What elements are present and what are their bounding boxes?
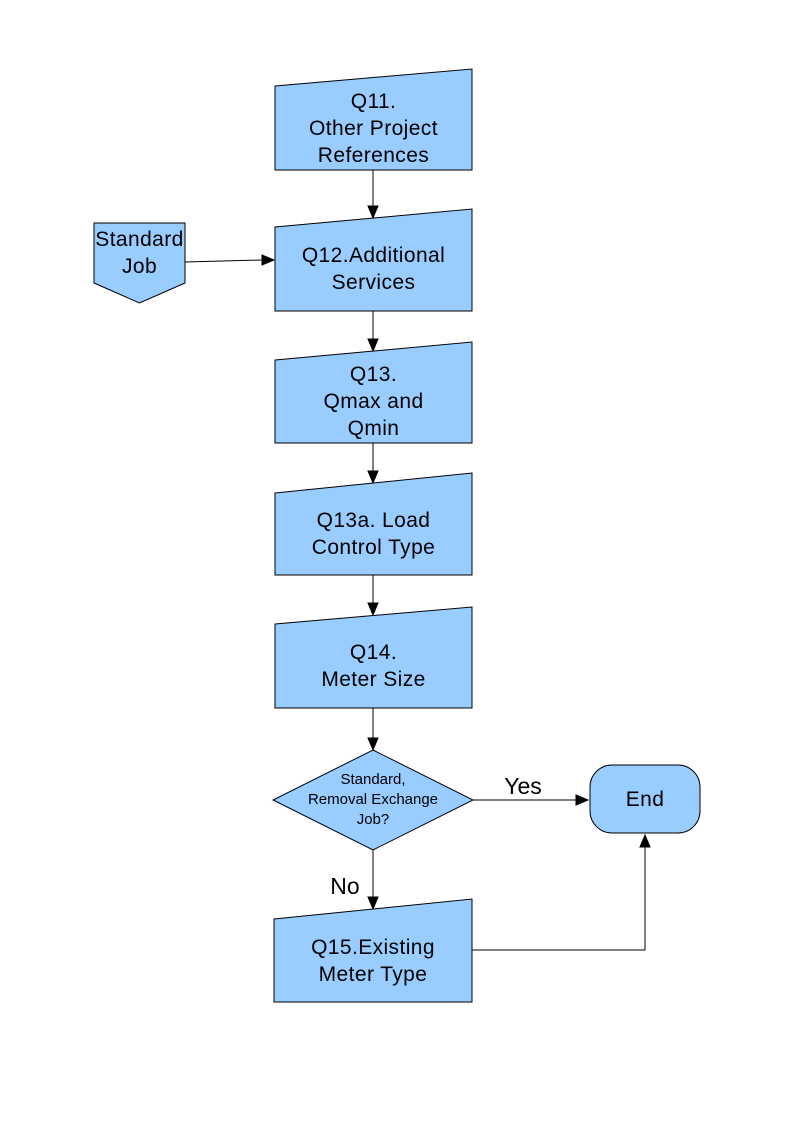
arrowhead-decision-q15 [367,896,379,911]
edge-label-no: No [330,873,360,899]
arrowhead-decision-end [575,794,590,806]
label-q11: Q11. Other Project References [309,89,438,167]
label-q12: Q12.Additional Services [301,244,446,294]
arrowhead-q12-q13 [367,338,379,353]
label-decision: Standard, Removal Exchange Job? [307,771,439,828]
arrowhead-q11-q12 [367,205,379,220]
label-q15: Q15.Existing Meter Type [311,935,435,986]
terminator-end [589,764,701,834]
label-standard-job: Standard Job [95,228,184,278]
arrowhead-q13a-q14 [367,602,379,617]
label-q14: Q14. Meter Size [321,641,426,691]
card-q15 [273,898,473,1003]
card-q14 [274,606,473,709]
offpage-connector-standard-job [93,222,186,304]
connector-q15-end [472,847,646,951]
arrowhead-q15-end [639,833,651,848]
card-q11 [274,68,473,171]
label-q13: Q13. Qmax and Qmin [323,363,424,440]
connector-standardjob-q12 [184,259,263,263]
card-q12 [274,208,473,312]
label-q13a: Q13a. Load Control Type [311,509,436,559]
card-q13a [274,472,473,576]
edge-label-yes: Yes [504,773,542,799]
label-end: End [625,787,665,811]
arrowhead-q14-decision [367,737,379,752]
card-q13 [274,341,473,444]
arrowhead-q13-q13a [367,470,379,485]
decision-diamond [271,749,475,851]
arrowhead-standardjob-q12 [261,254,276,266]
